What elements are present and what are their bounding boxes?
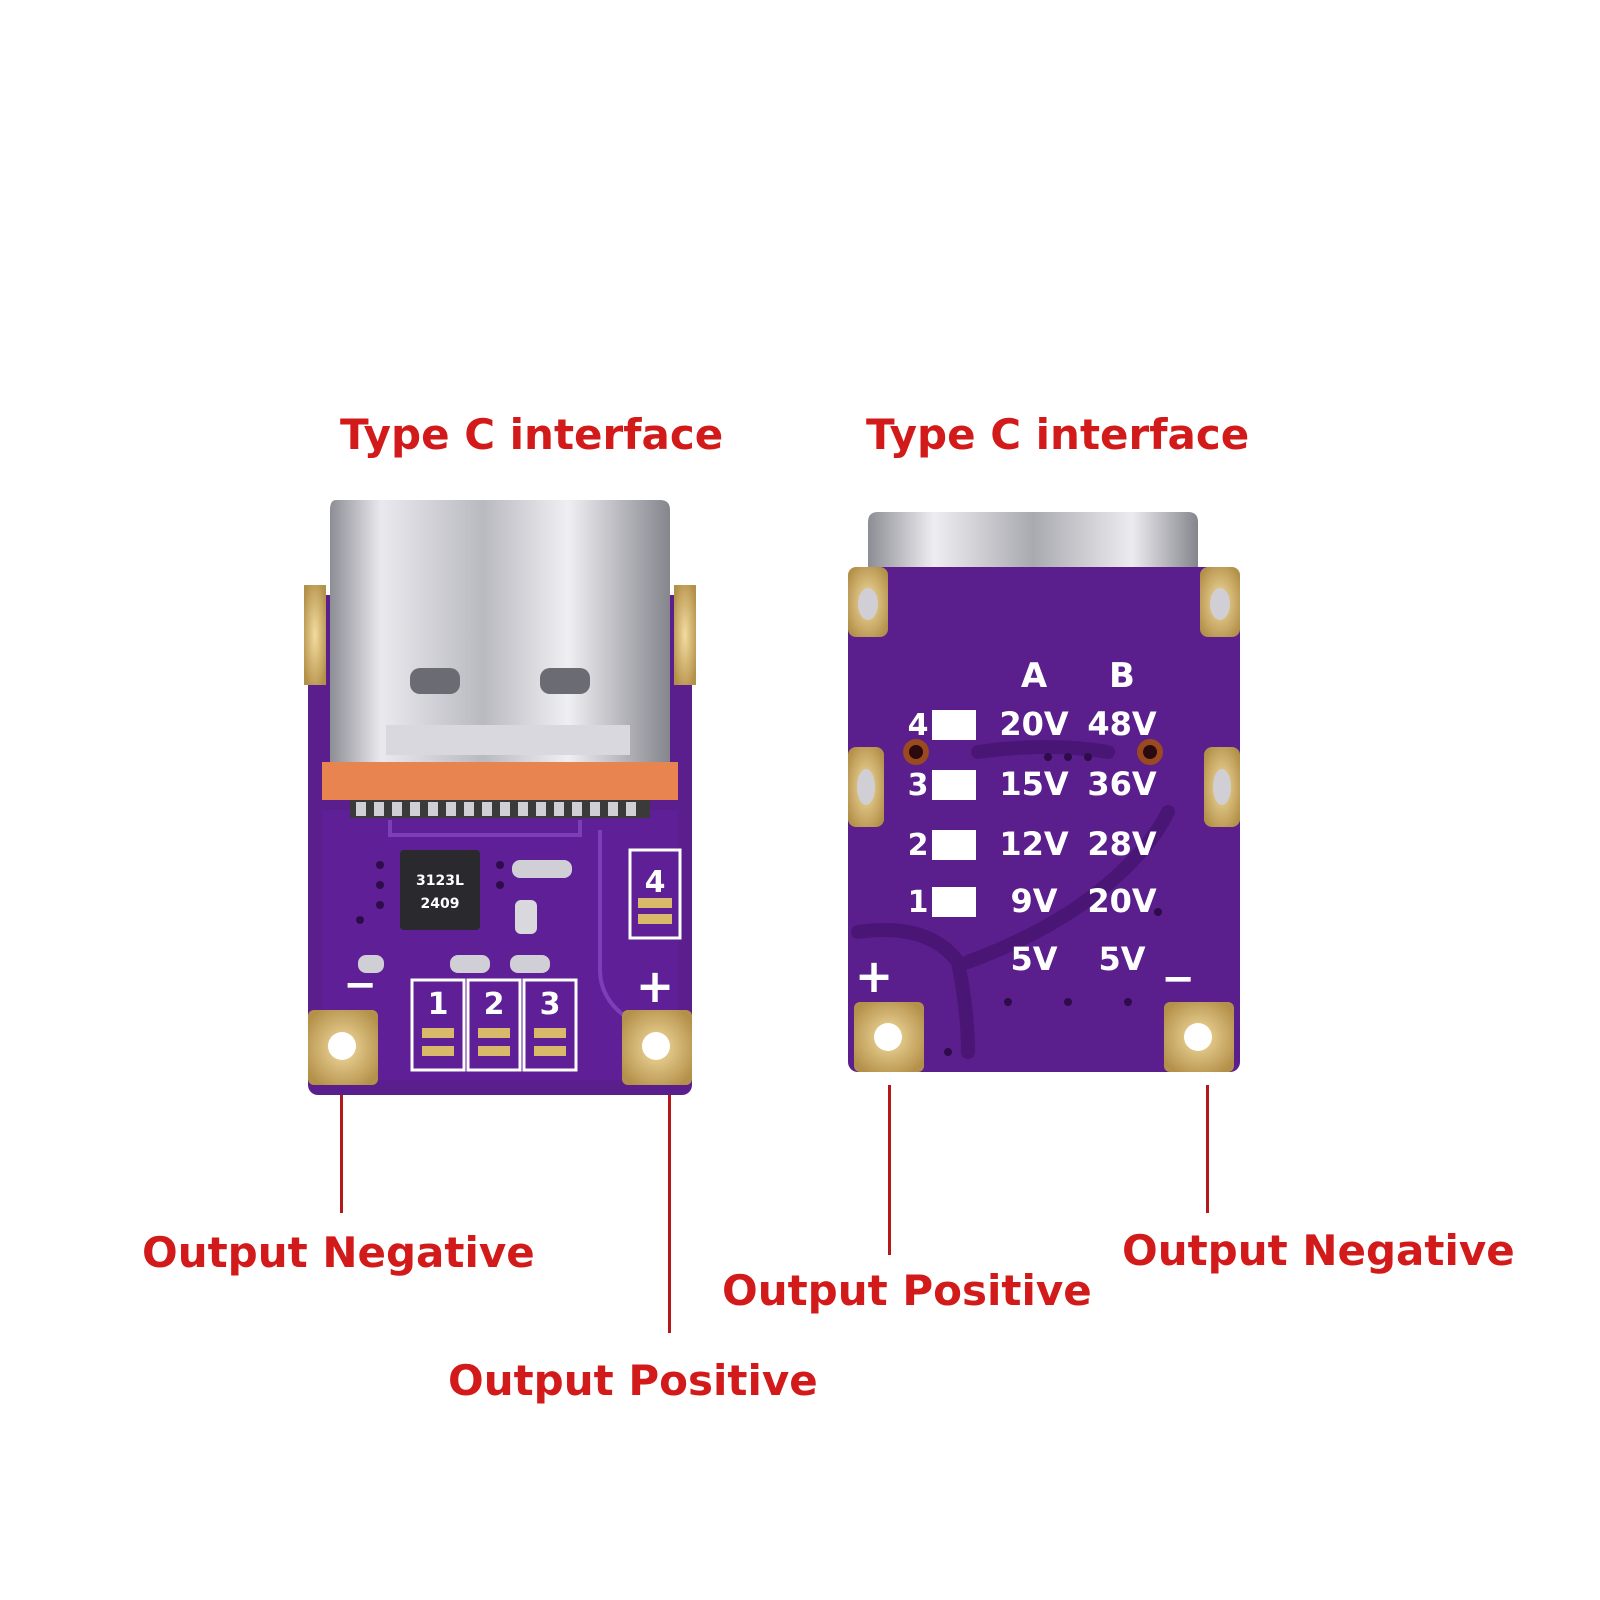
column-b-header: B (1109, 656, 1135, 696)
default-voltage-a: 5V (1010, 940, 1057, 978)
svg-text:12V: 12V (999, 825, 1069, 863)
ic-chip: 3123L 2409 (400, 850, 480, 930)
svg-text:28V: 28V (1087, 825, 1157, 863)
front-minus-sign: − (343, 962, 377, 1008)
svg-text:2409: 2409 (421, 896, 460, 912)
pad-number-4: 4 (645, 865, 666, 900)
back-minus-sign: − (1161, 956, 1195, 1002)
front-output-positive-pad (622, 1010, 692, 1085)
leader-left-negative (340, 1085, 343, 1213)
svg-text:20V: 20V (1087, 882, 1157, 920)
pad-number-2: 2 (484, 987, 505, 1022)
default-voltage-b: 5V (1098, 940, 1145, 978)
voltage-row: 1 9V 20V (908, 882, 1157, 920)
svg-text:3: 3 (908, 768, 929, 803)
leader-right-positive (888, 1085, 891, 1255)
right-type-c-label: Type C interface (866, 410, 1250, 459)
voltage-row: 2 12V 28V (908, 825, 1157, 863)
left-output-negative-label: Output Negative (142, 1228, 535, 1277)
svg-text:36V: 36V (1087, 765, 1157, 803)
leader-left-positive (668, 1085, 671, 1333)
svg-text:2: 2 (908, 828, 929, 863)
back-usb-c-shell (868, 512, 1198, 582)
back-plus-sign: + (855, 949, 894, 1003)
back-pcb-board: A B 4 20V 48V 3 15V 36V 2 12V 28V 1 9V 2… (848, 512, 1240, 1072)
svg-text:9V: 9V (1010, 882, 1057, 920)
voltage-row: 3 15V 36V (908, 765, 1157, 803)
pad-number-3: 3 (540, 987, 561, 1022)
left-output-positive-label: Output Positive (448, 1356, 818, 1405)
voltage-row: 4 20V 48V (908, 705, 1157, 743)
svg-text:3123L: 3123L (416, 873, 464, 889)
leader-right-negative (1206, 1085, 1209, 1213)
column-a-header: A (1021, 656, 1048, 696)
svg-text:4: 4 (908, 708, 929, 743)
back-output-negative-pad (1164, 1002, 1234, 1072)
front-plus-sign: + (636, 959, 675, 1013)
connector-pins (356, 802, 636, 816)
front-output-negative-pad (308, 1010, 378, 1085)
left-type-c-label: Type C interface (340, 410, 724, 459)
svg-text:15V: 15V (999, 765, 1069, 803)
back-output-positive-pad (854, 1002, 924, 1072)
connector-insulator (322, 762, 678, 800)
jumper-pads: 1 2 3 (410, 978, 578, 1072)
svg-text:48V: 48V (1087, 705, 1157, 743)
right-output-positive-label: Output Positive (722, 1266, 1092, 1315)
pad-number-1: 1 (428, 987, 449, 1022)
usb-c-connector (322, 500, 678, 818)
right-output-negative-label: Output Negative (1122, 1226, 1515, 1275)
svg-text:1: 1 (908, 885, 929, 920)
svg-text:20V: 20V (999, 705, 1069, 743)
front-pcb-board: 3123L 2409 4 1 2 3 − + (304, 500, 696, 1095)
